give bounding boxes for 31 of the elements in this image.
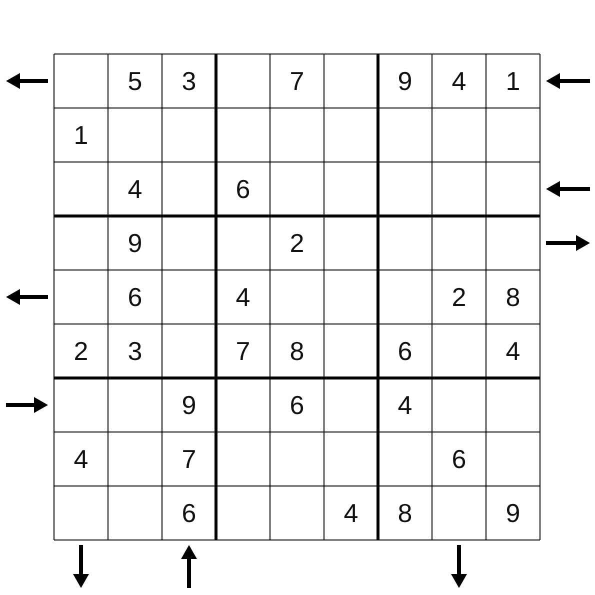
given-digit: 6 xyxy=(234,173,252,206)
given-digit: 4 xyxy=(396,389,414,422)
given-digit: 7 xyxy=(234,335,252,368)
given-digit: 4 xyxy=(234,281,252,314)
given-digit: 9 xyxy=(504,497,522,530)
given-digit: 2 xyxy=(288,227,306,260)
given-digit: 4 xyxy=(504,335,522,368)
given-digit: 4 xyxy=(450,65,468,98)
given-digit: 9 xyxy=(180,389,198,422)
given-digit: 6 xyxy=(450,443,468,476)
given-digit: 8 xyxy=(504,281,522,314)
given-digit: 8 xyxy=(288,335,306,368)
given-digit: 4 xyxy=(72,443,90,476)
given-digit: 7 xyxy=(180,443,198,476)
given-digit: 7 xyxy=(288,65,306,98)
given-digit: 6 xyxy=(288,389,306,422)
given-digit: 9 xyxy=(396,65,414,98)
given-digit: 6 xyxy=(396,335,414,368)
given-digit: 8 xyxy=(396,497,414,530)
given-digit: 6 xyxy=(126,281,144,314)
given-digit: 4 xyxy=(342,497,360,530)
given-digit: 6 xyxy=(180,497,198,530)
given-digit: 3 xyxy=(126,335,144,368)
given-digit: 3 xyxy=(180,65,198,98)
given-digit: 1 xyxy=(504,65,522,98)
given-digit: 2 xyxy=(450,281,468,314)
given-digit: 4 xyxy=(126,173,144,206)
given-digit: 5 xyxy=(126,65,144,98)
given-digit: 9 xyxy=(126,227,144,260)
given-digit: 2 xyxy=(72,335,90,368)
given-digit: 1 xyxy=(72,119,90,152)
